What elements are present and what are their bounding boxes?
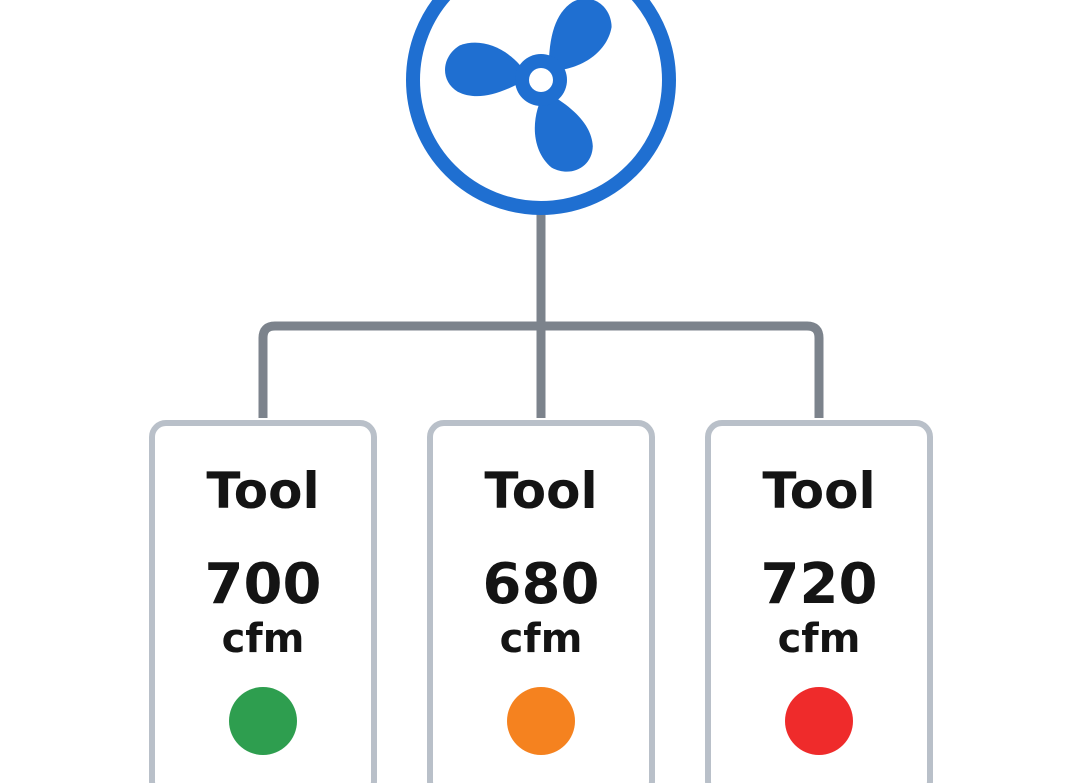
tool-card-frame bbox=[427, 420, 655, 783]
tool-card[interactable]: Tool 700 cfm bbox=[149, 420, 377, 783]
fan-icon bbox=[445, 0, 612, 172]
airflow-value: 700 bbox=[205, 552, 322, 617]
fan-hub bbox=[406, 0, 676, 215]
airflow-unit: cfm bbox=[222, 616, 305, 662]
status-indicator bbox=[785, 687, 853, 755]
fan-blade bbox=[534, 91, 593, 172]
fan-blade bbox=[548, 0, 612, 71]
fan-hub-center bbox=[529, 68, 553, 92]
airflow-unit: cfm bbox=[778, 616, 861, 662]
tool-label: Tool bbox=[484, 462, 597, 520]
airflow-value: 720 bbox=[761, 552, 878, 617]
tool-card-frame bbox=[705, 420, 933, 783]
connectors bbox=[258, 214, 824, 418]
tool-label: Tool bbox=[762, 462, 875, 520]
branch-line bbox=[258, 321, 824, 418]
tool-card[interactable]: Tool 680 cfm bbox=[427, 420, 655, 783]
airflow-unit: cfm bbox=[500, 616, 583, 662]
tool-card[interactable]: Tool 720 cfm bbox=[705, 420, 933, 783]
airflow-value: 680 bbox=[483, 552, 600, 617]
status-indicator bbox=[229, 687, 297, 755]
tool-card-frame bbox=[149, 420, 377, 783]
tool-label: Tool bbox=[206, 462, 319, 520]
fan-blade bbox=[445, 42, 530, 97]
status-indicator bbox=[507, 687, 575, 755]
